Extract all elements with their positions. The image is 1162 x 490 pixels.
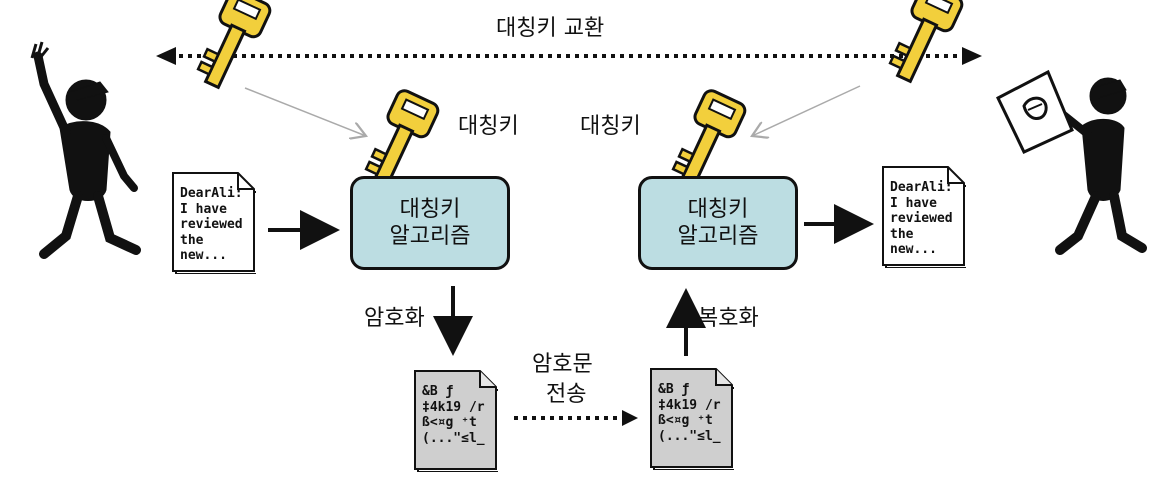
transmit-label-line2: 전송 — [546, 382, 587, 407]
ciphertext-document-left: &B ƒ ‡4k19 /r ß<¤g ⁺t (..."≤l_ — [412, 368, 498, 472]
algorithm-right-line1: 대칭키 — [687, 196, 749, 222]
plaintext-line: DearAli: — [180, 186, 243, 201]
ciphertext-line: ß<¤g ⁺t — [658, 413, 713, 429]
person-left-figure — [30, 41, 141, 259]
decrypt-label: 복호화 — [698, 306, 759, 331]
ciphertext-line: ß<¤g ⁺t — [422, 415, 477, 431]
ciphertext-line: &B ƒ — [658, 382, 690, 397]
key-delivery-arrow-left — [244, 87, 366, 136]
ciphertext-line: ‡4k19 /r — [422, 399, 485, 415]
key-exchange-label: 대칭키 교환 — [496, 16, 605, 41]
transmit-arrowhead — [622, 410, 638, 426]
key-icon — [190, 0, 274, 96]
ciphertext-line: &B ƒ — [422, 384, 454, 399]
plaintext-line: DearAli: — [890, 180, 953, 195]
person-right-figure — [996, 69, 1147, 255]
transmit-label-line1: 암호문 — [532, 352, 593, 377]
algorithm-left-line2: 알고리즘 — [389, 224, 471, 249]
key-exchange-arrow — [156, 47, 982, 65]
ciphertext-document-right: &B ƒ ‡4k19 /r ß<¤g ⁺t (..."≤l_ — [648, 366, 734, 470]
ciphertext-line: (..."≤l_ — [422, 430, 485, 446]
plaintext-line: I have — [890, 195, 937, 211]
sym-key-label-left: 대칭키 — [458, 114, 519, 139]
plaintext-line: reviewed — [180, 217, 243, 233]
plaintext-line: I have — [180, 201, 227, 217]
algorithm-box-left: 대칭키 알고리즘 — [350, 176, 510, 270]
plaintext-line: reviewed — [890, 211, 953, 227]
algorithm-left-line1: 대칭키 — [399, 196, 461, 222]
plaintext-line: the new... — [180, 232, 227, 264]
ciphertext-line: ‡4k19 /r — [658, 397, 721, 413]
ciphertext-line: (..."≤l_ — [658, 428, 721, 444]
sym-key-label-right: 대칭키 — [580, 114, 641, 139]
plaintext-document-left: DearAli: I have reviewed the new... — [170, 170, 256, 274]
plaintext-document-right: DearAli: I have reviewed the new... — [880, 164, 966, 268]
key-delivery-arrow-right — [752, 85, 861, 136]
plaintext-line: the new... — [890, 226, 937, 258]
algorithm-box-right: 대칭키 알고리즘 — [638, 176, 798, 270]
algorithm-right-line2: 알고리즘 — [677, 224, 759, 249]
encrypt-label: 암호화 — [364, 306, 425, 331]
key-icon — [882, 0, 966, 90]
